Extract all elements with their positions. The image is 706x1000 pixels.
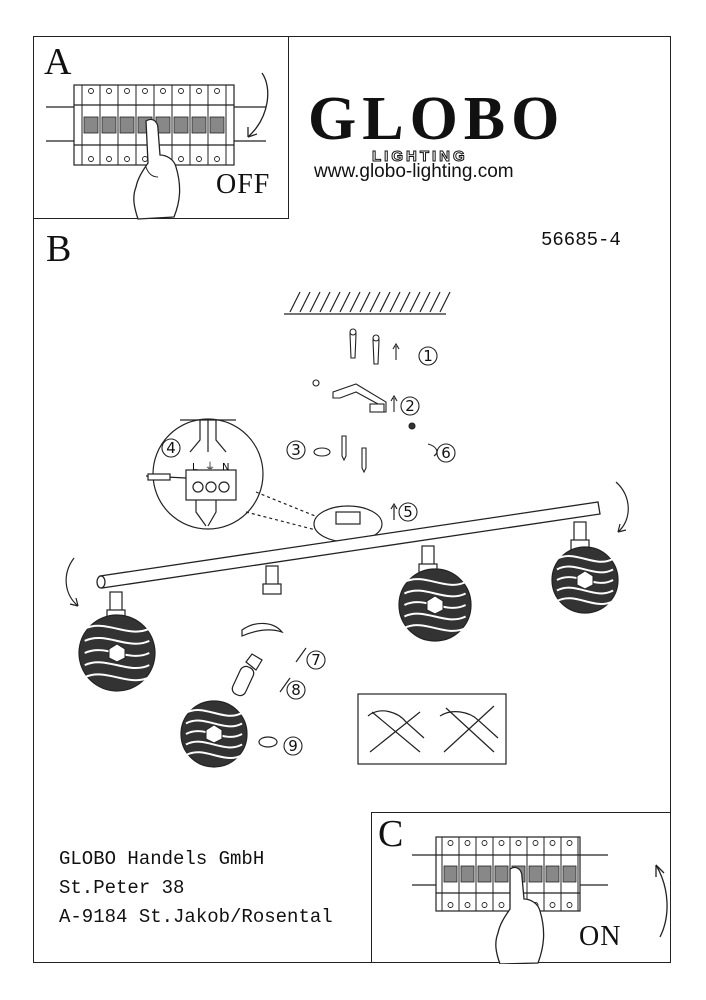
- company-name: GLOBO Handels GmbH: [59, 848, 265, 870]
- city-address: A-9184 St.Jakob/Rosental: [59, 906, 333, 928]
- svg-text:5: 5: [403, 503, 413, 521]
- model-number: 56685-4: [541, 229, 621, 251]
- brand-name: GLOBO: [308, 85, 566, 153]
- globe-shade-icon: [78, 614, 156, 692]
- svg-text:6: 6: [441, 444, 451, 462]
- dowel-icon: [349, 328, 400, 365]
- street-address: St.Peter 38: [59, 877, 185, 899]
- switch-off-label: OFF: [216, 169, 271, 200]
- svg-text:7: 7: [311, 651, 321, 669]
- panel-switch-off: A OFF: [33, 36, 289, 220]
- globe-shade-icon: [398, 568, 472, 642]
- pointing-hand-icon: [133, 118, 181, 220]
- clip-icon: [241, 622, 284, 637]
- panel-switch-on: C ON: [371, 812, 671, 964]
- step-number-8: 8: [286, 680, 306, 700]
- manufacturer-address: GLOBO Handels GmbH St.Peter 38 A-9184 St…: [59, 845, 333, 932]
- step-number-4: 4: [161, 438, 181, 458]
- brand-sub: LIGHTING: [372, 148, 468, 166]
- spotlight-bar: [96, 501, 601, 589]
- svg-text:2: 2: [405, 397, 415, 415]
- step-number-7: 7: [306, 650, 326, 670]
- svg-text:1: 1: [423, 347, 433, 365]
- terminal-label-l: L: [192, 462, 198, 473]
- no-bare-hands-icon: [357, 693, 507, 765]
- globe-shade-icon: [180, 700, 248, 768]
- rotation-arrow-icon: [655, 864, 668, 938]
- section-label-c: C: [378, 813, 404, 855]
- svg-text:4: 4: [166, 439, 176, 457]
- terminal-label-n: N: [222, 462, 229, 473]
- svg-text:9: 9: [288, 737, 298, 755]
- ceiling-icon: [284, 291, 451, 315]
- step-number-9: 9: [283, 736, 303, 756]
- page-frame: [33, 36, 671, 963]
- section-label-a: A: [44, 41, 72, 83]
- brand-logo: GLOBO LIGHTING: [308, 85, 566, 166]
- globe-shade-icon: [551, 546, 619, 614]
- svg-text:8: 8: [291, 681, 301, 699]
- brand-url[interactable]: www.globo-lighting.com: [314, 161, 514, 182]
- step-number-3: 3: [286, 440, 306, 460]
- switch-on-label: ON: [579, 921, 622, 952]
- terminal-block-icon: [145, 418, 321, 531]
- g9-bulb-icon: [231, 653, 263, 697]
- step-number-2: 2: [400, 396, 420, 416]
- bracket-icon: [312, 379, 416, 430]
- step-number-5: 5: [398, 502, 418, 522]
- section-label-b: B: [46, 228, 72, 270]
- terminal-label-earth: ⏚: [205, 461, 215, 473]
- rotation-arrow-icon: [247, 72, 269, 138]
- step-number-6: 6: [436, 443, 456, 463]
- step-number-1: 1: [418, 346, 438, 366]
- canopy: [313, 502, 398, 543]
- rotation-arrow-icon: [65, 481, 629, 748]
- svg-text:3: 3: [291, 441, 301, 459]
- pointing-hand-icon: [495, 866, 545, 964]
- screw-icon: [313, 435, 438, 474]
